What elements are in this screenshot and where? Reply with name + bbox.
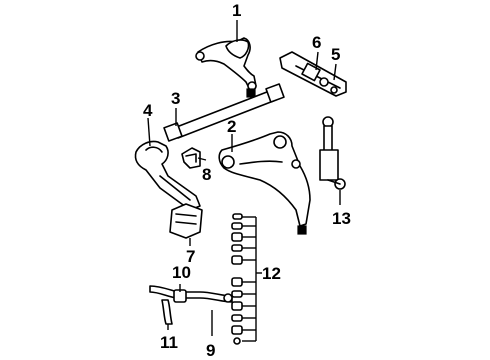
callout-7: 7: [186, 247, 195, 266]
callout-1: 1: [232, 1, 241, 20]
callout-3: 3: [171, 89, 180, 108]
callout-line-4: [147, 117, 151, 147]
callout-9: 9: [206, 341, 215, 360]
callout-11: 11: [160, 333, 178, 352]
lower-control-arm: [218, 131, 311, 235]
callout-line-5: [333, 63, 337, 81]
bushing-hardware-stack: [231, 213, 243, 345]
bracket-lines-12: [242, 216, 262, 342]
frame-bracket-assembly: [279, 51, 347, 97]
callout-12: 12: [262, 264, 281, 283]
callout-6: 6: [312, 33, 321, 52]
callout-10: 10: [172, 263, 191, 282]
callout-5: 5: [331, 45, 340, 64]
callout-line-6: [315, 51, 319, 71]
bumper-block: [169, 203, 203, 239]
callout-4: 4: [143, 101, 153, 120]
callout-2: 2: [227, 117, 236, 136]
callout-13: 13: [332, 209, 351, 228]
stabilizer-bar: [149, 285, 233, 325]
torsion-bar: [163, 83, 285, 142]
callout-8: 8: [202, 165, 211, 184]
retainer-clip: [181, 147, 201, 169]
callout-line-8: [197, 157, 207, 161]
shock-absorber: [319, 116, 346, 190]
upper-control-arm: [195, 37, 257, 98]
